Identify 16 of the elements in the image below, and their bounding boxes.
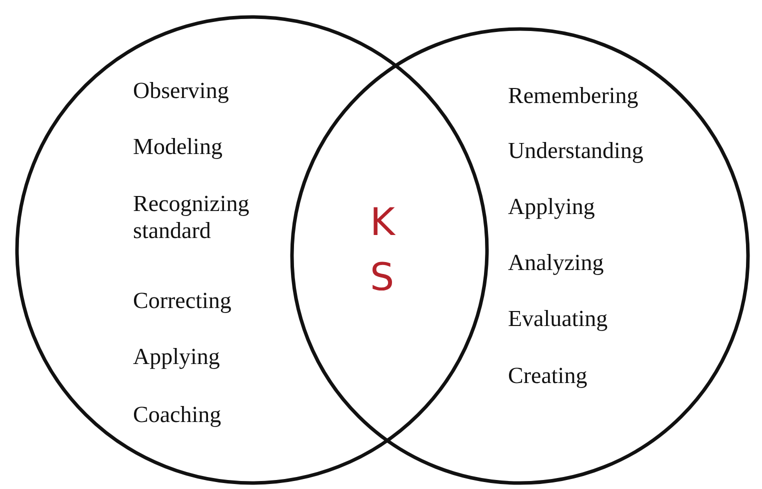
overlap-letter: S: [370, 255, 394, 299]
skill-text: Applying: [508, 193, 595, 220]
venn-circle: [15, 15, 489, 485]
skill-text: Coaching: [133, 401, 222, 428]
skill-text: Correcting: [133, 287, 232, 314]
skill-text: Modeling: [133, 133, 222, 160]
skill-text: Observing: [133, 77, 229, 104]
skill-text: Recognizing standard: [133, 190, 250, 244]
skill-text: Remembering: [508, 82, 638, 109]
skill-text: Understanding: [508, 137, 644, 164]
skill-text: Creating: [508, 362, 588, 389]
skill-text: Analyzing: [508, 249, 604, 276]
skill-text: Evaluating: [508, 305, 608, 332]
skill-text: Applying: [133, 343, 220, 370]
venn-circle: [290, 27, 750, 485]
overlap-letter: K: [370, 200, 395, 244]
